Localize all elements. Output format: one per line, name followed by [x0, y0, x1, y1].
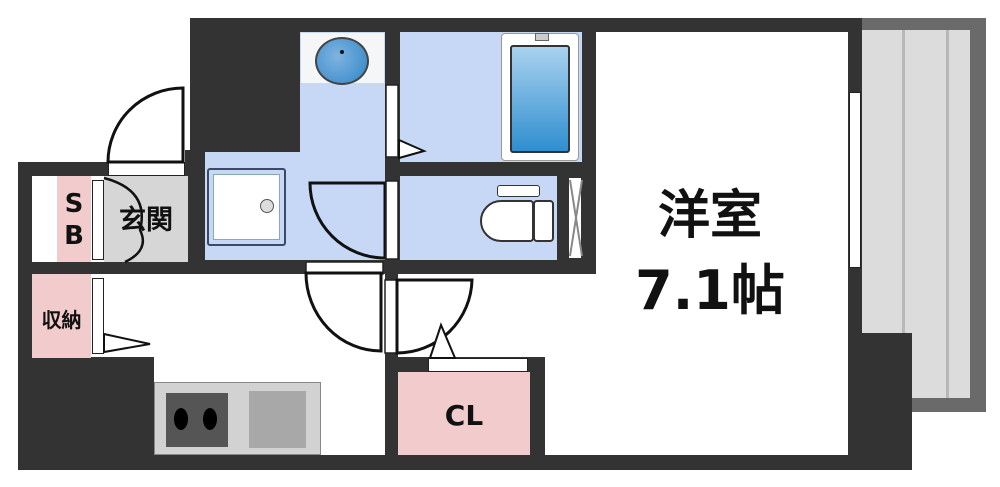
washroom-door-icon [304, 271, 383, 353]
entrance-label: 玄関 [119, 205, 173, 236]
faucet-icon [535, 33, 549, 41]
sink [249, 391, 306, 448]
bathroom-door [385, 84, 399, 158]
western-room-floor [596, 32, 848, 455]
closet-floor [398, 372, 530, 455]
closet-label: CL [444, 398, 484, 432]
toilet-bowl [480, 200, 534, 242]
wall-entrance-top [18, 162, 108, 176]
room-door-icon [395, 278, 474, 355]
burner-icon [203, 408, 217, 430]
shoebox-door[interactable] [92, 180, 104, 260]
western-room-size: 7.1帖 [635, 258, 785, 322]
toilet-tank [533, 200, 554, 242]
toilet-door-icon [308, 181, 387, 260]
bathtub-water [510, 45, 570, 153]
storage-label: 収納 [41, 307, 82, 332]
entrance-floor [104, 176, 188, 266]
western-room-label: 洋室 [657, 185, 762, 246]
storage [32, 274, 91, 358]
toilet-control-panel [497, 185, 540, 197]
shoebox-label-s: S [64, 189, 84, 219]
drain-dot-icon [340, 50, 344, 54]
drain-icon [260, 199, 274, 213]
closet-door[interactable] [428, 358, 528, 372]
storage-door[interactable] [92, 278, 104, 354]
pillar-inner [190, 18, 300, 153]
pillar-bottom-left [18, 357, 154, 470]
wall-entrance-bottom [18, 262, 204, 274]
wall-bath-toilet [385, 162, 596, 176]
balcony-floor [862, 30, 970, 398]
burner-icon [174, 408, 188, 430]
shoebox-label-b: B [64, 221, 84, 251]
shoebox [57, 176, 91, 262]
window[interactable] [849, 92, 861, 268]
entrance-door-icon [106, 86, 185, 164]
washbasin-icon [315, 37, 369, 85]
